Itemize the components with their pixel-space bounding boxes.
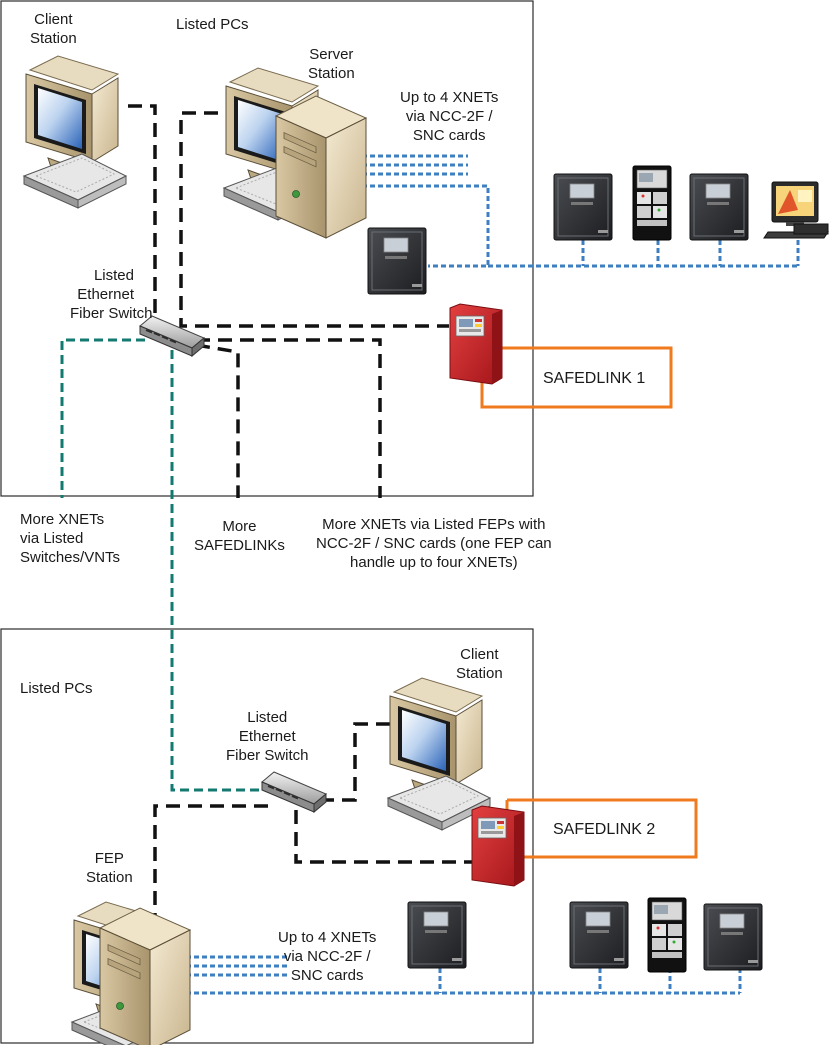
xnet-panel-icon[interactable]	[569, 901, 629, 969]
fire-control-panel-icon[interactable]	[449, 303, 503, 385]
top-xnet-links	[362, 154, 800, 268]
xnet-panel-icon[interactable]	[689, 173, 749, 241]
teal-fiber-links	[60, 338, 268, 792]
client-pc-icon[interactable]	[387, 677, 491, 831]
xnet-panel-icon[interactable]	[553, 173, 613, 241]
safedlink-1-box	[480, 346, 673, 409]
workstation-icon[interactable]	[763, 181, 829, 239]
bottom-ethernet-links	[153, 722, 472, 920]
top-listed-pcs-label: Listed PCs	[176, 16, 249, 33]
xnet-panel-icon[interactable]	[703, 903, 763, 971]
xnet-panel-modules-icon[interactable]	[647, 897, 687, 973]
top-ethernet-links	[128, 104, 449, 498]
client-pc-icon[interactable]	[23, 55, 127, 209]
xnet-panel-icon[interactable]	[407, 901, 467, 969]
xnet-panel-modules-icon[interactable]	[632, 165, 672, 241]
bottom-network-frame	[0, 628, 534, 1044]
fep-pc-icon[interactable]	[99, 907, 191, 1045]
bottom-listed-pcs-label: Listed PCs	[20, 680, 93, 697]
fire-control-panel-icon[interactable]	[471, 805, 525, 887]
server-pc-icon[interactable]	[275, 95, 367, 239]
xnet-panel-icon[interactable]	[367, 227, 427, 295]
top-network-frame	[0, 0, 534, 497]
safedlink-2-label: SAFEDLINK 2	[553, 821, 656, 838]
safedlink-1-label: SAFEDLINK 1	[543, 370, 646, 387]
fiber-switch-icon[interactable]	[261, 771, 327, 813]
